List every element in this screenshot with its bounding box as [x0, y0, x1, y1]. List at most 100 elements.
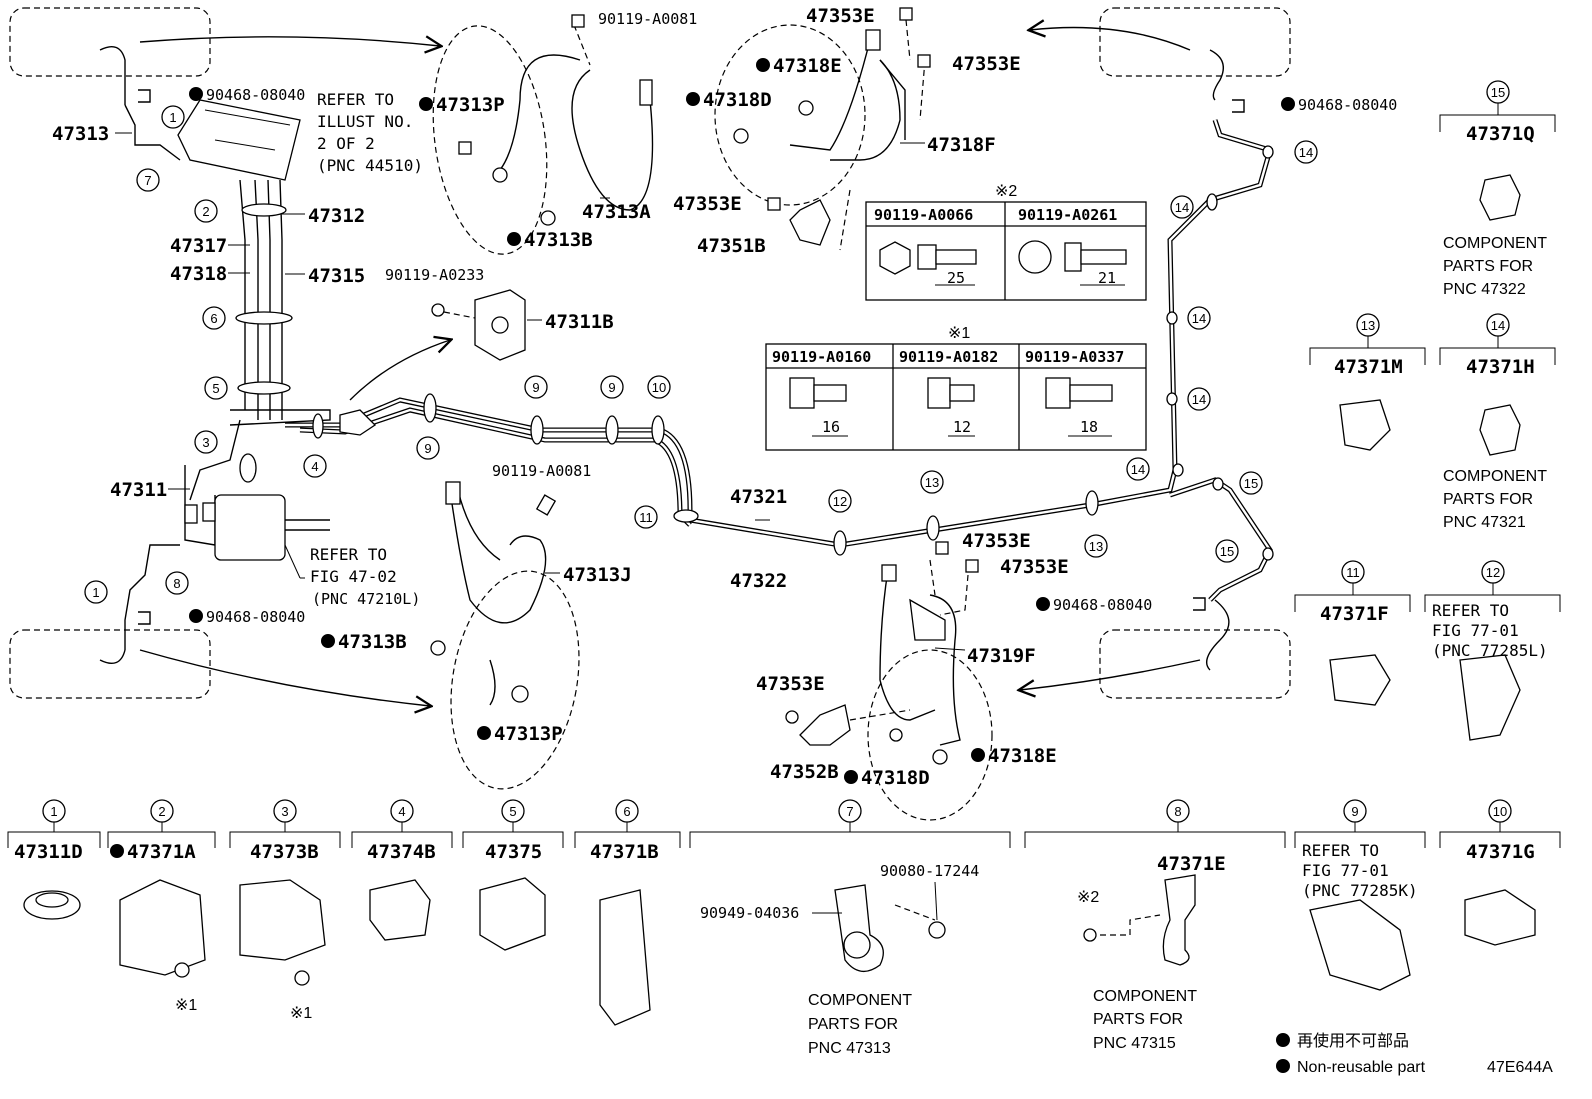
svg-text:15: 15	[1244, 476, 1258, 491]
svg-text:16: 16	[822, 418, 840, 436]
svg-text:4: 4	[398, 804, 405, 819]
svg-text:47371G: 47371G	[1466, 841, 1535, 863]
svg-text:COMPONENT: COMPONENT	[1443, 468, 1547, 485]
bottom-callout-2: 2	[150, 799, 174, 823]
callout-9c: 9	[600, 375, 624, 399]
table-note2	[865, 201, 1147, 301]
bottom-panel	[7, 822, 1561, 1026]
callout-14b: 14	[1170, 195, 1194, 219]
label-47313p-top: 47313P	[436, 94, 505, 116]
bottom-callout-1: 1	[42, 799, 66, 823]
svg-text:90119-A0337: 90119-A0337	[1025, 348, 1124, 366]
svg-text:47371B: 47371B	[590, 841, 659, 863]
label-47312: 47312	[308, 205, 365, 227]
svg-text:PNC 47315: PNC 47315	[1093, 1035, 1176, 1052]
right-panel	[1294, 102, 1561, 741]
svg-text:COMPONENT: COMPONENT	[1443, 235, 1547, 252]
label-47319f: 47319F	[967, 645, 1036, 667]
label-47353e-c: 47353E	[673, 193, 742, 215]
panel-callout-15: 15	[1486, 80, 1510, 104]
bottom-callout-5: 5	[501, 799, 525, 823]
nonreusable-dot	[1036, 597, 1050, 611]
svg-text:15: 15	[1491, 85, 1505, 100]
svg-text:PNC 47321: PNC 47321	[1443, 514, 1526, 531]
label-90119-a0081-low: 90119-A0081	[492, 462, 591, 480]
svg-text:REFER TO: REFER TO	[317, 90, 394, 109]
label-47321: 47321	[730, 486, 787, 508]
svg-text:(PNC 47210L): (PNC 47210L)	[312, 590, 420, 608]
abs-actuator	[214, 494, 286, 561]
diagram-id: 47E644A	[1487, 1059, 1553, 1076]
svg-text:5: 5	[509, 804, 516, 819]
svg-text:13: 13	[1089, 539, 1103, 554]
svg-text:PARTS FOR: PARTS FOR	[1093, 1011, 1183, 1028]
svg-text:21: 21	[1098, 269, 1116, 287]
svg-text:10: 10	[652, 380, 666, 395]
label-47311b: 47311B	[545, 311, 614, 333]
label-47313: 47313	[52, 123, 109, 145]
callout-2: 2	[194, 199, 218, 223]
callout-13b: 13	[1084, 534, 1108, 558]
svg-text:8: 8	[173, 576, 180, 591]
main-pipes	[285, 49, 1274, 671]
svg-text:2: 2	[202, 204, 209, 219]
nonreusable-dot	[844, 770, 858, 784]
arrow-top-right	[1030, 28, 1191, 51]
svg-text:8: 8	[1174, 804, 1181, 819]
svg-text:11: 11	[639, 510, 653, 525]
label-90468-d: 90468-08040	[1053, 596, 1152, 614]
svg-text:PNC 47313: PNC 47313	[808, 1040, 891, 1057]
svg-text:9: 9	[608, 380, 615, 395]
callout-4: 4	[303, 454, 327, 478]
svg-text:※2: ※2	[1077, 889, 1099, 906]
svg-text:1: 1	[92, 585, 99, 600]
bracket-47311b	[431, 289, 526, 361]
callout-9a: 9	[416, 436, 440, 460]
panel-callout-12: 12	[1481, 560, 1505, 584]
table-note1-text: ※1 90119-A0160 90119-A0182 90119-A0337 1…	[772, 325, 1124, 436]
svg-text:※2: ※2	[995, 183, 1017, 200]
callout-12: 12	[828, 489, 852, 513]
label-47353e-a: 47353E	[806, 5, 875, 27]
svg-text:14: 14	[1192, 392, 1206, 407]
nonreusable-dot	[110, 844, 124, 858]
nonreusable-dot	[189, 609, 203, 623]
hose-47313a	[432, 14, 654, 255]
svg-text:14: 14	[1491, 318, 1505, 333]
label-47313j: 47313J	[563, 564, 632, 586]
svg-text:6: 6	[210, 311, 217, 326]
svg-text:9: 9	[424, 441, 431, 456]
callout-1b: 1	[84, 580, 108, 604]
vehicle-outline-boxes	[9, 7, 1291, 706]
svg-text:3: 3	[202, 435, 209, 450]
bottom-callout-4: 4	[390, 799, 414, 823]
callout-10: 10	[647, 375, 671, 399]
bottom-callout-6: 6	[615, 799, 639, 823]
label-47318d-low: 47318D	[861, 767, 930, 789]
svg-text:90119-A0261: 90119-A0261	[1018, 206, 1117, 224]
label-47313a: 47313A	[582, 201, 651, 223]
callout-5: 5	[204, 376, 228, 400]
nonreusable-dot	[419, 97, 433, 111]
callout-1a: 1	[161, 105, 185, 129]
bottom-panel-text: 47311D 47371A ※1 47373B ※1 47374B 47375 …	[14, 841, 1535, 1057]
svg-text:3: 3	[281, 804, 288, 819]
bottom-callout-3: 3	[273, 799, 297, 823]
nonreusable-dot	[686, 92, 700, 106]
refer-note-top: REFER TO ILLUST NO. 2 OF 2 (PNC 44510)	[317, 90, 423, 175]
label-47313p-low: 47313P	[494, 723, 563, 745]
nonreusable-dot	[507, 232, 521, 246]
svg-text:2: 2	[158, 804, 165, 819]
leaders	[115, 132, 966, 651]
svg-text:PARTS FOR: PARTS FOR	[808, 1016, 898, 1033]
svg-text:PNC 47322: PNC 47322	[1443, 281, 1526, 298]
callout-14d: 14	[1187, 387, 1211, 411]
callout-14c: 14	[1187, 306, 1211, 330]
label-47353e-b: 47353E	[952, 53, 1021, 75]
svg-text:1: 1	[169, 110, 176, 125]
callout-circles: 1 7 2 6 5 3 4 8 1 9 9 9 10 11 12 13 13 1…	[42, 80, 1512, 823]
svg-text:REFER TO: REFER TO	[1432, 601, 1509, 620]
svg-text:COMPONENT: COMPONENT	[1093, 988, 1197, 1005]
arrow-bottom-left	[139, 649, 430, 706]
svg-text:47371A: 47371A	[127, 841, 196, 863]
